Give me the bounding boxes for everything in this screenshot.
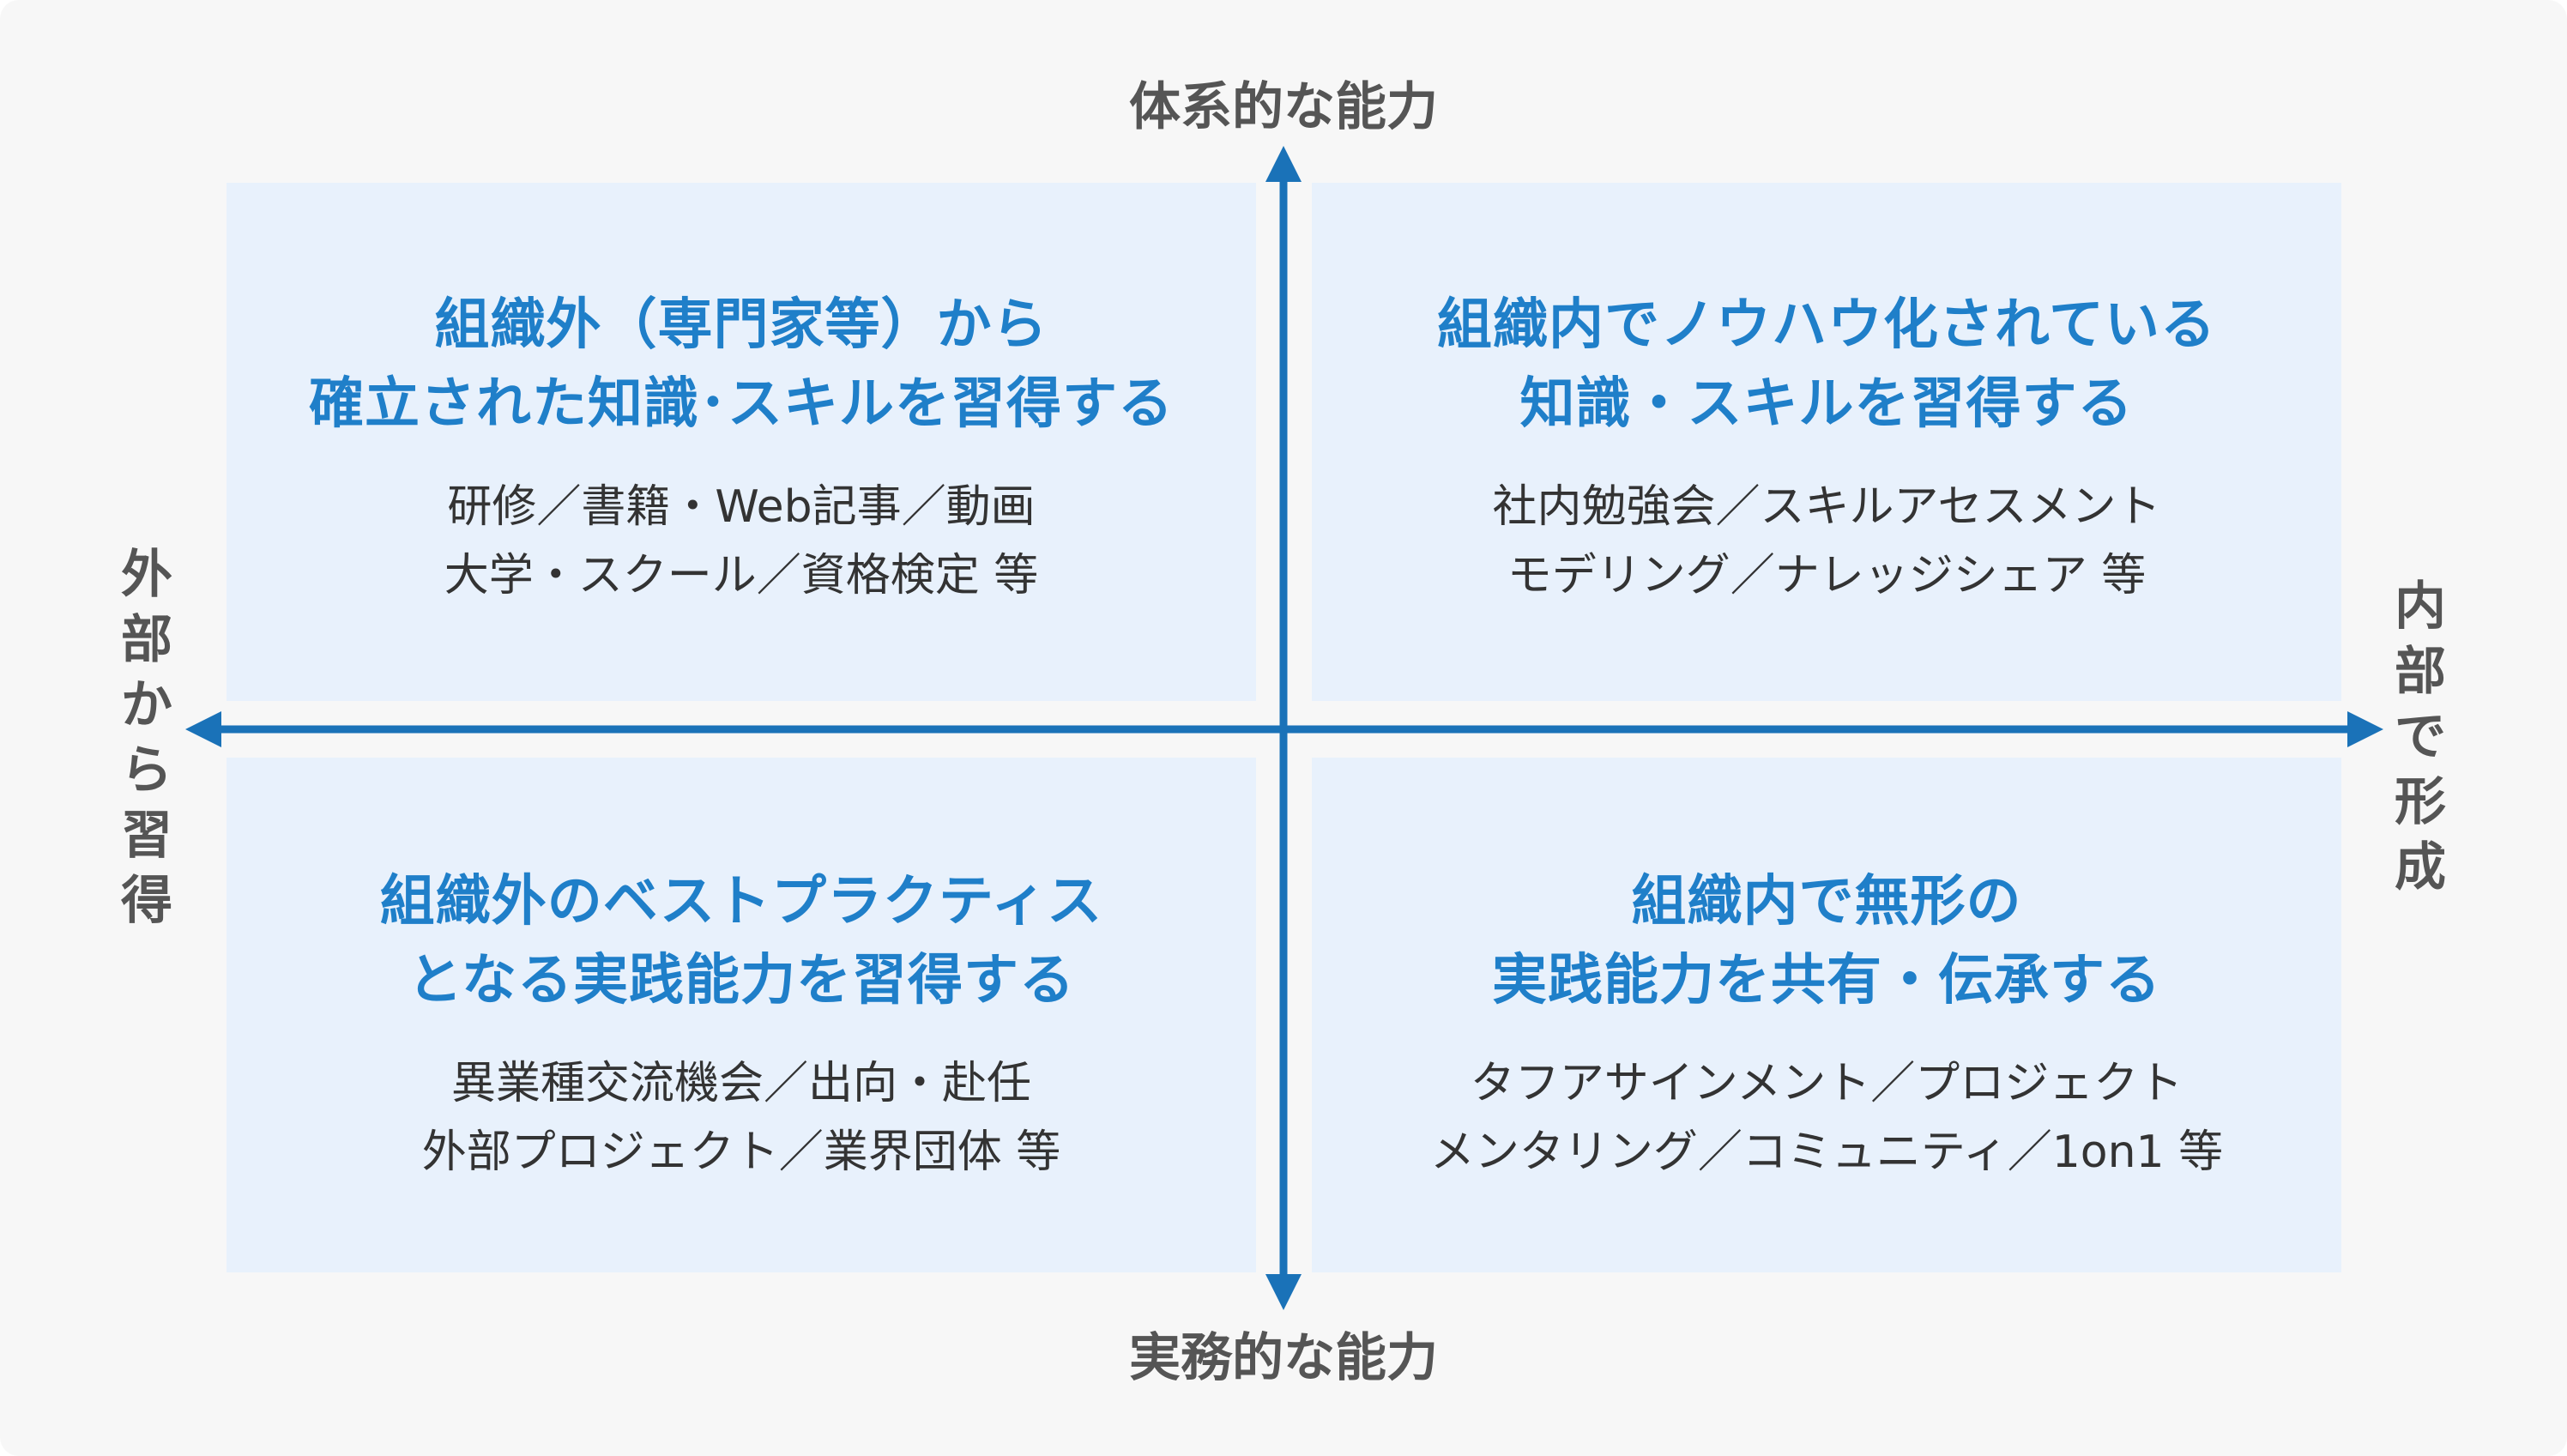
quadrant-title: 組織内でノウハウ化されている 知識・スキルを習得する bbox=[1436, 293, 2217, 436]
axis-label-bottom: 実務的な能力 bbox=[1129, 1328, 1438, 1388]
axis-label-right: 内 部 で 形 成 bbox=[2395, 577, 2446, 897]
arrow-down-icon bbox=[1265, 1274, 1302, 1310]
quadrant-title: 組織外のベストプラクティス となる実践能力を習得する bbox=[379, 870, 1103, 1012]
quadrant-title: 組織外（専門家等）から 確立された知識･スキルを習得する bbox=[309, 293, 1174, 436]
quadrant-description: 異業種交流機会／出向・赴任 外部プロジェクト／業界団体 等 bbox=[421, 1058, 1061, 1178]
quadrant-top-right: 組織内でノウハウ化されている 知識・スキルを習得する 社内勉強会／スキルアセスメ… bbox=[1312, 183, 2341, 701]
quadrant-description: タフアサインメント／プロジェクト メンタリング／コミュニティ／1on1 等 bbox=[1429, 1058, 2224, 1178]
quadrant-bottom-right: 組織内で無形の 実践能力を共有・伝承する タフアサインメント／プロジェクト メン… bbox=[1312, 758, 2341, 1272]
quadrant-description: 社内勉強会／スキルアセスメント モデリング／ナレッジシェア 等 bbox=[1492, 481, 2161, 601]
quadrant-top-left: 組織外（専門家等）から 確立された知識･スキルを習得する 研修／書籍・Web記事… bbox=[226, 183, 1256, 701]
axis-label-top: 体系的な能力 bbox=[1129, 77, 1438, 137]
arrow-up-icon bbox=[1265, 146, 1302, 182]
arrow-right-icon bbox=[2347, 711, 2383, 747]
axis-label-left: 外 部 か ら 習 得 bbox=[121, 545, 172, 931]
quadrant-description: 研修／書籍・Web記事／動画 大学・スクール／資格検定 等 bbox=[444, 481, 1039, 601]
arrow-left-icon bbox=[185, 711, 221, 747]
quadrant-bottom-left: 組織外のベストプラクティス となる実践能力を習得する 異業種交流機会／出向・赴任… bbox=[226, 758, 1256, 1272]
quadrant-title: 組織内で無形の 実践能力を共有・伝承する bbox=[1492, 870, 2161, 1012]
